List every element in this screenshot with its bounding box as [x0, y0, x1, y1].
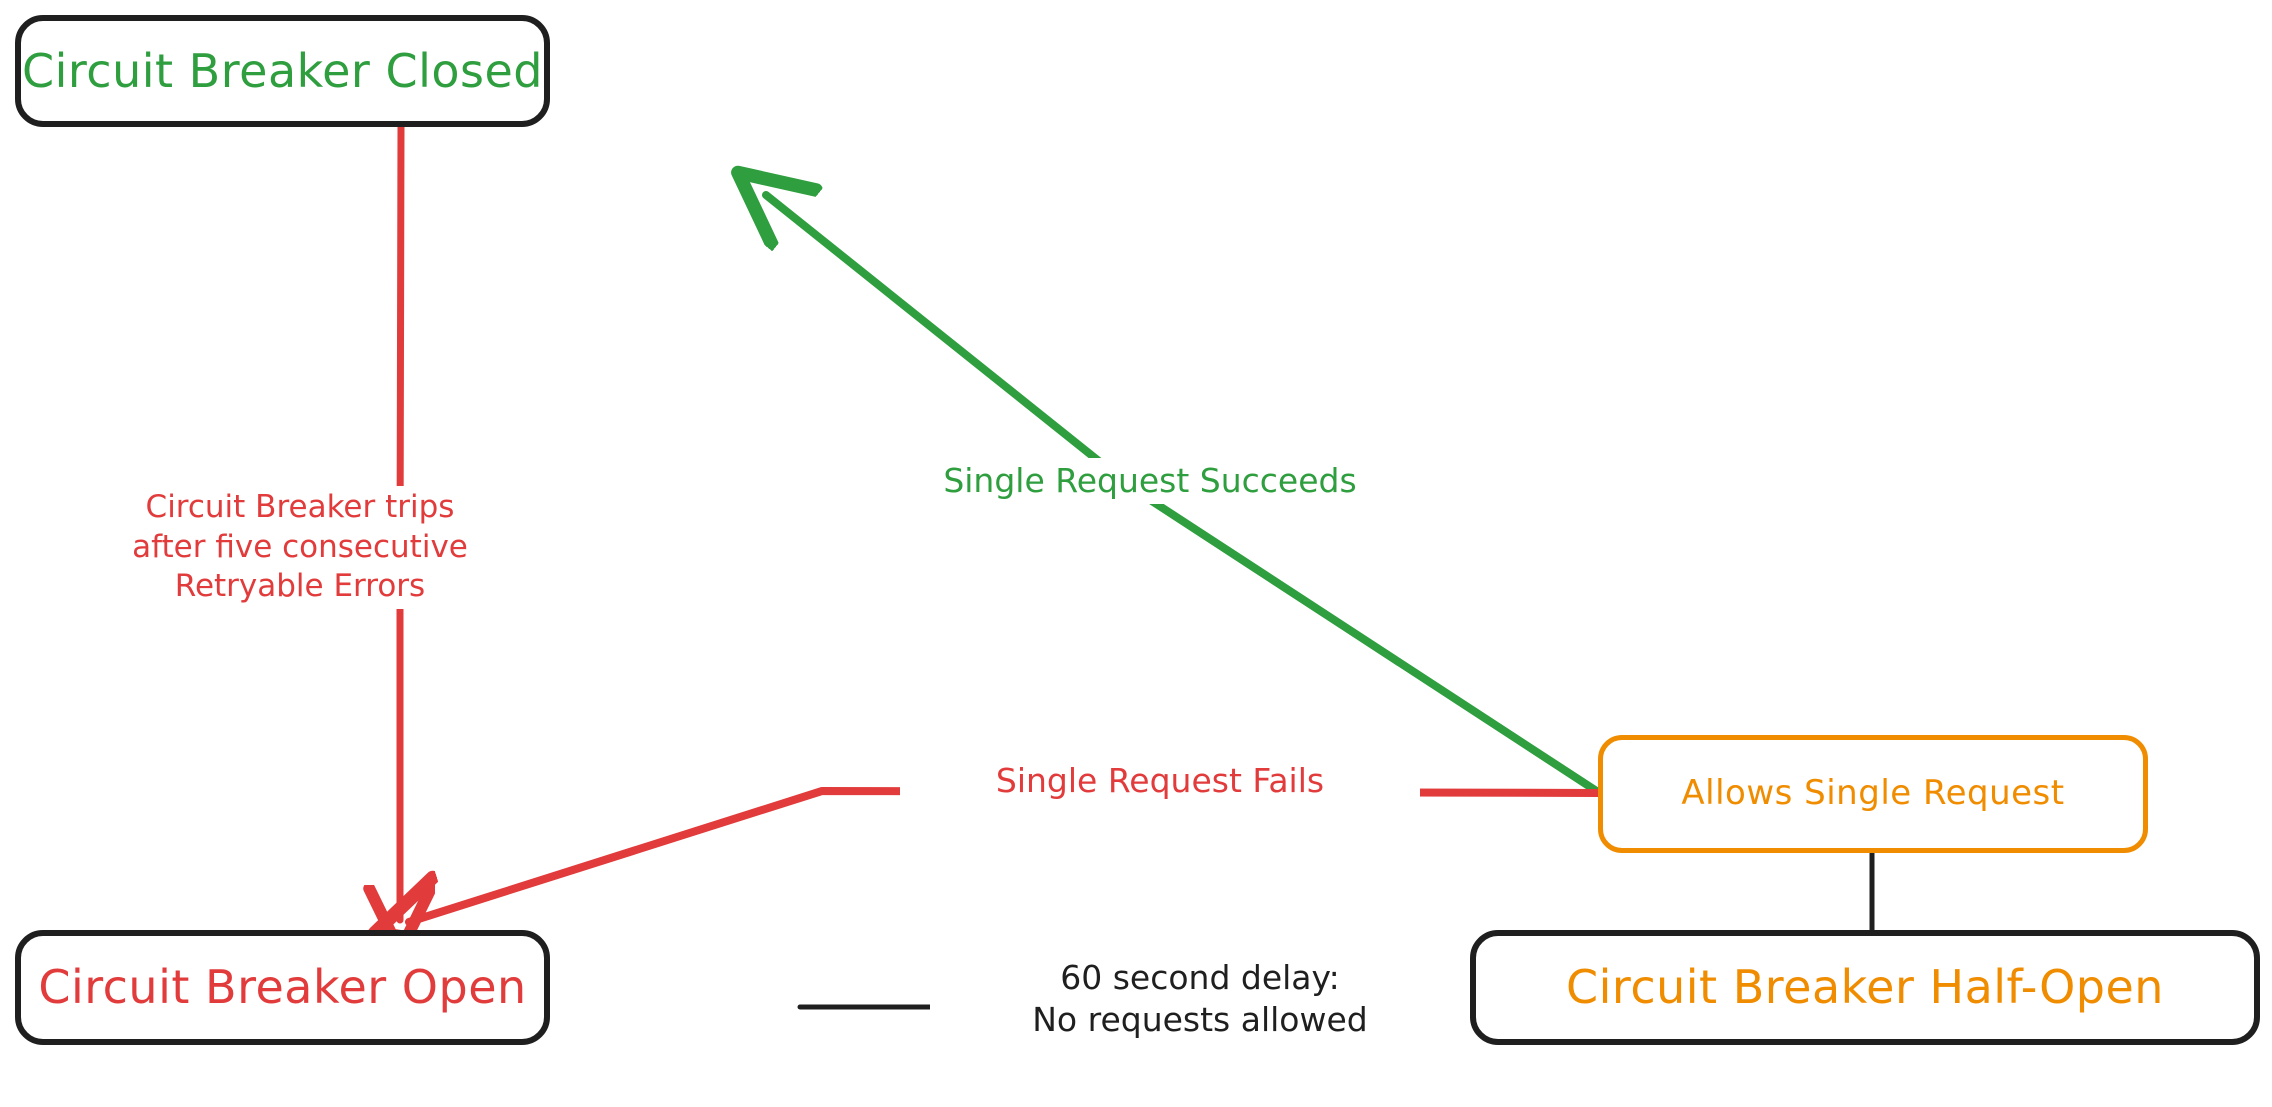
node-allows-single-request[interactable]: Allows Single Request	[1598, 735, 2148, 853]
node-circuit-breaker-half-open[interactable]: Circuit Breaker Half-Open	[1470, 930, 2260, 1045]
edge-allows-to-open	[409, 787, 1602, 922]
node-label-circuit-breaker-half-open: Circuit Breaker Half-Open	[1566, 960, 2164, 1015]
node-circuit-breaker-open[interactable]: Circuit Breaker Open	[15, 930, 550, 1045]
node-label-circuit-breaker-open: Circuit Breaker Open	[38, 960, 527, 1015]
edge-closed-to-open	[400, 122, 401, 920]
node-label-circuit-breaker-closed: Circuit Breaker Closed	[22, 43, 543, 98]
node-circuit-breaker-closed[interactable]: Circuit Breaker Closed	[15, 15, 550, 127]
node-label-allows-single-request: Allows Single Request	[1681, 773, 2065, 814]
edge-allows-to-closed	[766, 195, 1602, 796]
